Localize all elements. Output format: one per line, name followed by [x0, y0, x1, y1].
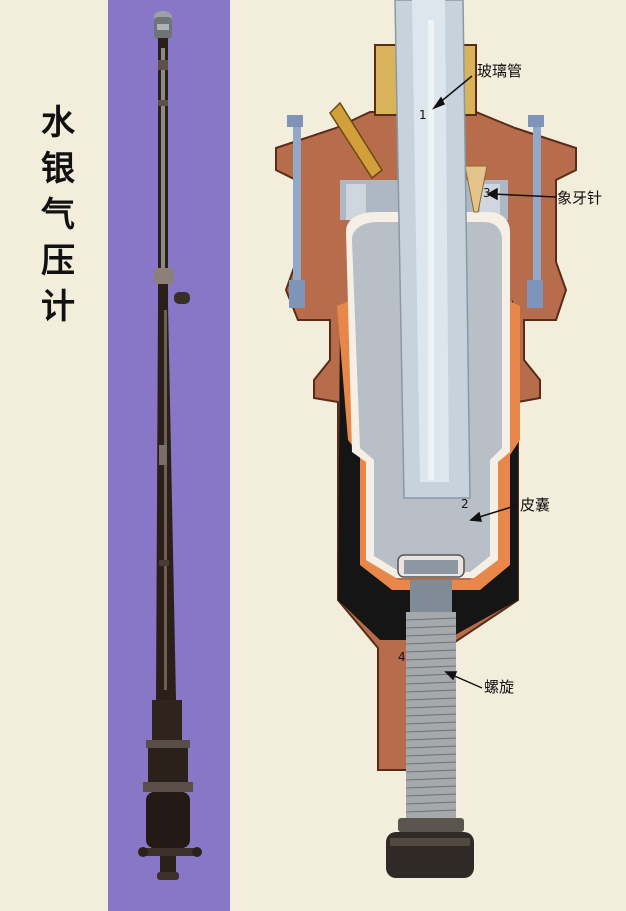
title-char-5: 计 [41, 287, 75, 327]
marker-4: 4 [398, 650, 406, 664]
marker-1: 1 [419, 108, 427, 122]
title-char-3: 气 [41, 195, 75, 235]
title-char-4: 压 [41, 241, 75, 281]
label-glass-tube: 玻璃管 [477, 62, 523, 80]
title-char-1: 水 [41, 103, 75, 143]
page-title: 水 银 气 压 计 [32, 100, 84, 330]
marker-2: 2 [461, 497, 469, 511]
title-char-2: 银 [41, 149, 75, 189]
marker-3: 3 [483, 186, 491, 200]
label-screw: 螺旋 [484, 678, 515, 696]
label-ivory-needle: 象牙针 [557, 189, 603, 207]
label-leather-bag: 皮囊 [520, 496, 551, 514]
